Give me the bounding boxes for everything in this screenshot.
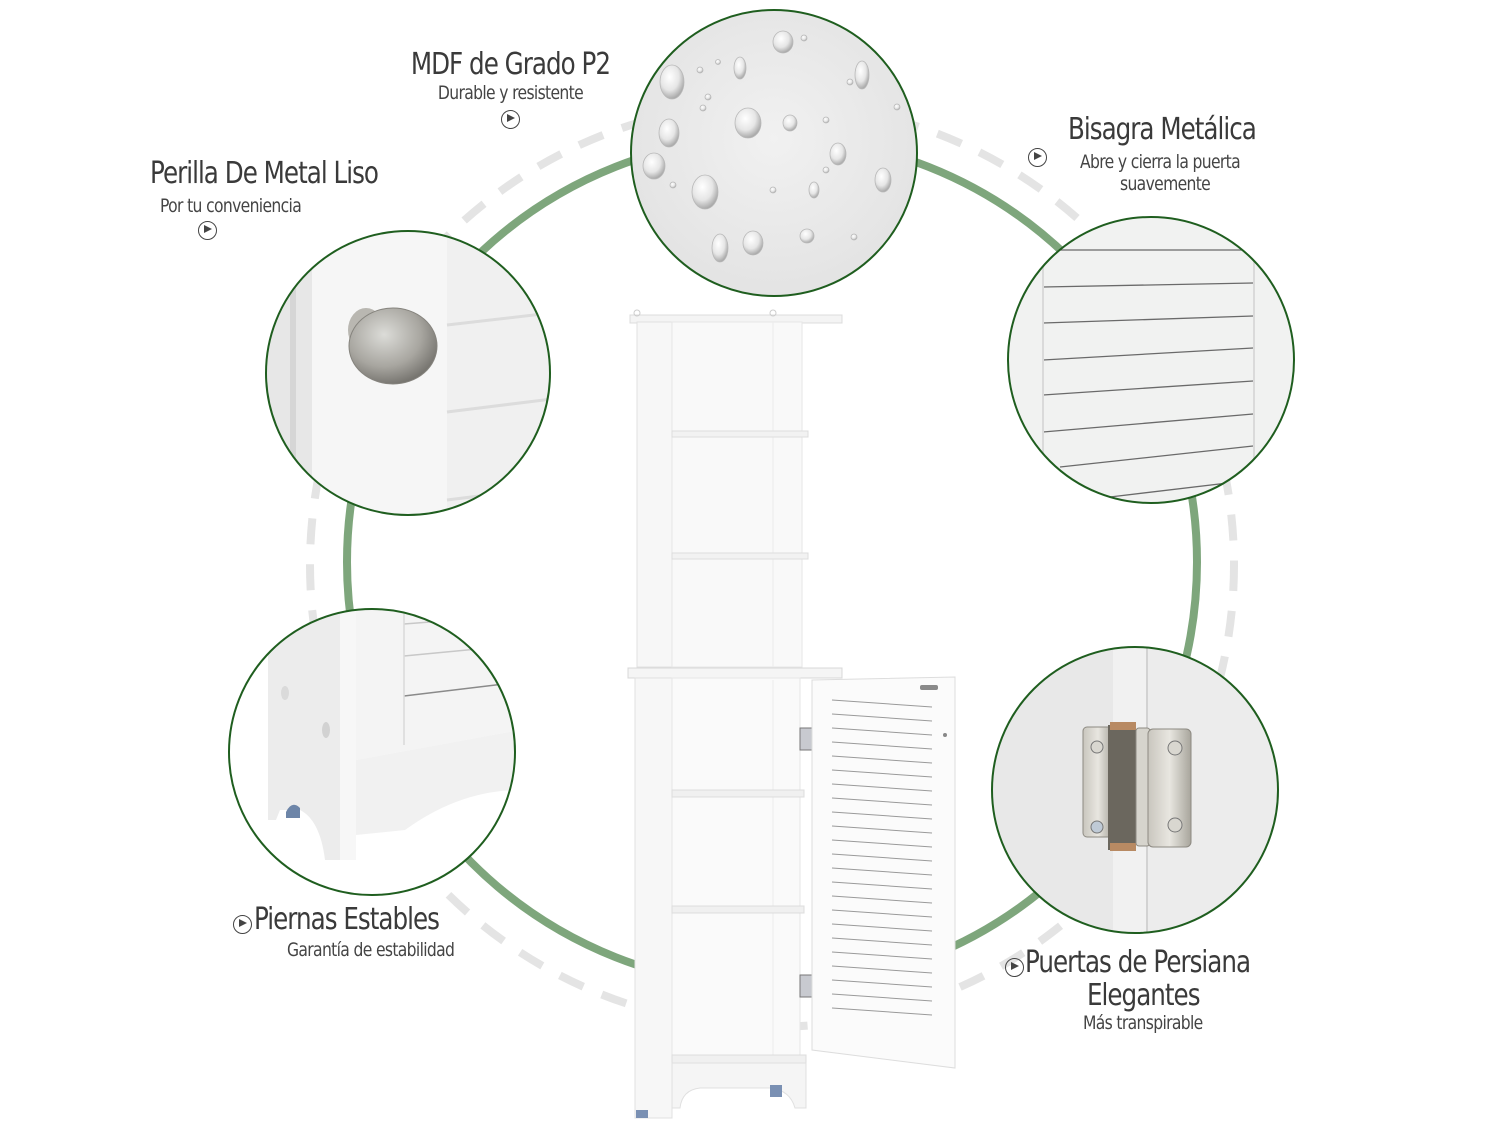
arrow-circle-icon <box>500 110 520 130</box>
feature-knob: Perilla De Metal Liso Por tu convenienci… <box>150 156 480 241</box>
feature-title: Bisagra Metálica <box>1068 112 1257 147</box>
feature-subtitle: Por tu conveniencia <box>160 194 302 217</box>
feature-title-line2: Elegantes <box>1087 977 1201 1013</box>
cabinet-product-image <box>627 309 956 1119</box>
arrow-circle-icon <box>1005 958 1024 977</box>
mdf-detail-photo <box>630 9 918 297</box>
feature-subtitle-line1: Abre y cierra la puerta <box>1080 150 1241 173</box>
feature-title-line1: Puertas de Persiana <box>1025 945 1251 980</box>
arrow-circle-icon <box>233 915 252 934</box>
arrow-circle-icon <box>198 221 217 241</box>
feature-title: Piernas Estables <box>254 902 440 937</box>
knob-detail-photo <box>265 230 551 516</box>
feature-mdf: MDF de Grado P2 Durable y resistente <box>360 47 660 130</box>
feature-subtitle: Garantía de estabilidad <box>287 938 455 961</box>
feature-title: MDF de Grado P2 <box>410 47 610 82</box>
feature-legs: Piernas Estables Garantía de estabilidad <box>233 902 533 962</box>
feature-subtitle-line2: suavemente <box>1120 173 1211 196</box>
legs-detail-photo <box>228 608 516 896</box>
feature-title: Perilla De Metal Liso <box>150 156 379 191</box>
louver-detail-photo <box>1007 216 1295 504</box>
feature-subtitle: Más transpirable <box>1083 1012 1203 1034</box>
hinge-detail-photo <box>991 646 1279 934</box>
arrow-circle-icon <box>1028 148 1047 167</box>
feature-subtitle: Durable y resistente <box>437 81 583 104</box>
feature-hinge: Bisagra Metálica Abre y cierra la puerta… <box>1028 112 1318 197</box>
feature-louver: Puertas de Persiana Elegantes Más transp… <box>1005 945 1325 1036</box>
